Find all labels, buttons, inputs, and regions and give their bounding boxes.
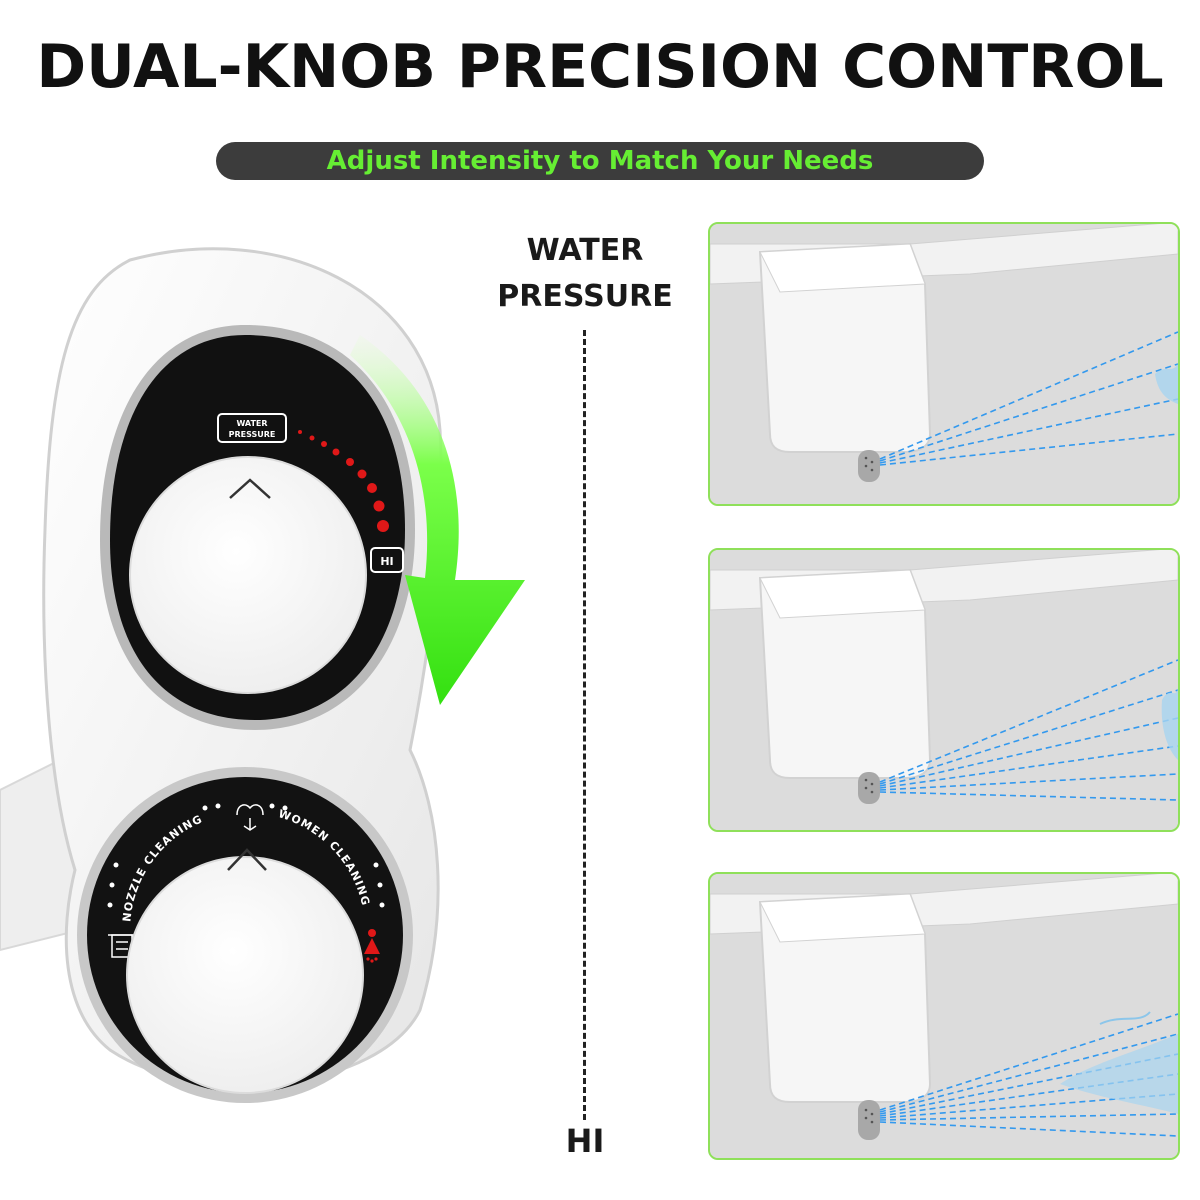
water-spray-lines xyxy=(879,331,1178,466)
dial-badge-line2: PRESSURE xyxy=(229,430,276,439)
rear-wash-icon xyxy=(236,804,264,831)
spray-panel-high xyxy=(708,872,1180,1160)
subtitle-text: Adjust Intensity to Match Your Needs xyxy=(326,146,874,176)
rotation-arrow-icon xyxy=(350,335,525,705)
water-splash-icon xyxy=(1161,688,1178,760)
pressure-scale-dashed-line xyxy=(583,330,586,1120)
dial-badge-line1: WATER xyxy=(236,419,267,428)
water-splash-icon xyxy=(1155,364,1178,404)
spray-nozzle xyxy=(858,450,880,482)
pressure-scale-label-line2: PRESSURE xyxy=(497,279,673,314)
spray-panel-medium xyxy=(708,548,1180,832)
wash-mode-knob[interactable] xyxy=(126,856,364,1094)
nozzle-cleaning-icon xyxy=(108,934,136,958)
pressure-scale-label-line1: WATER xyxy=(526,233,644,268)
dial-hi-badge: HI xyxy=(380,555,393,568)
spray-panel-low xyxy=(708,222,1180,506)
page-title: DUAL-KNOB PRECISION CONTROL xyxy=(36,32,1164,102)
spray-nozzle xyxy=(858,772,880,804)
spray-nozzle xyxy=(858,1100,880,1140)
water-spray-lines xyxy=(879,659,1178,801)
subtitle-banner: Adjust Intensity to Match Your Needs xyxy=(216,142,984,180)
women-cleaning-icon xyxy=(364,929,380,963)
pressure-indicator-dots xyxy=(298,430,389,532)
water-splash-icon xyxy=(1060,1034,1178,1114)
bidet-control-panel: WATER PRESSURE HI NOZZLE CLEANING WOMEN … xyxy=(0,247,525,1103)
pressure-scale-hi-label: HI xyxy=(565,1122,605,1160)
water-pressure-knob[interactable] xyxy=(129,456,367,694)
pressure-scale-label: WATER PRESSURE xyxy=(470,228,700,320)
chevron-up-icon xyxy=(229,478,271,499)
chevron-up-icon xyxy=(227,848,267,871)
